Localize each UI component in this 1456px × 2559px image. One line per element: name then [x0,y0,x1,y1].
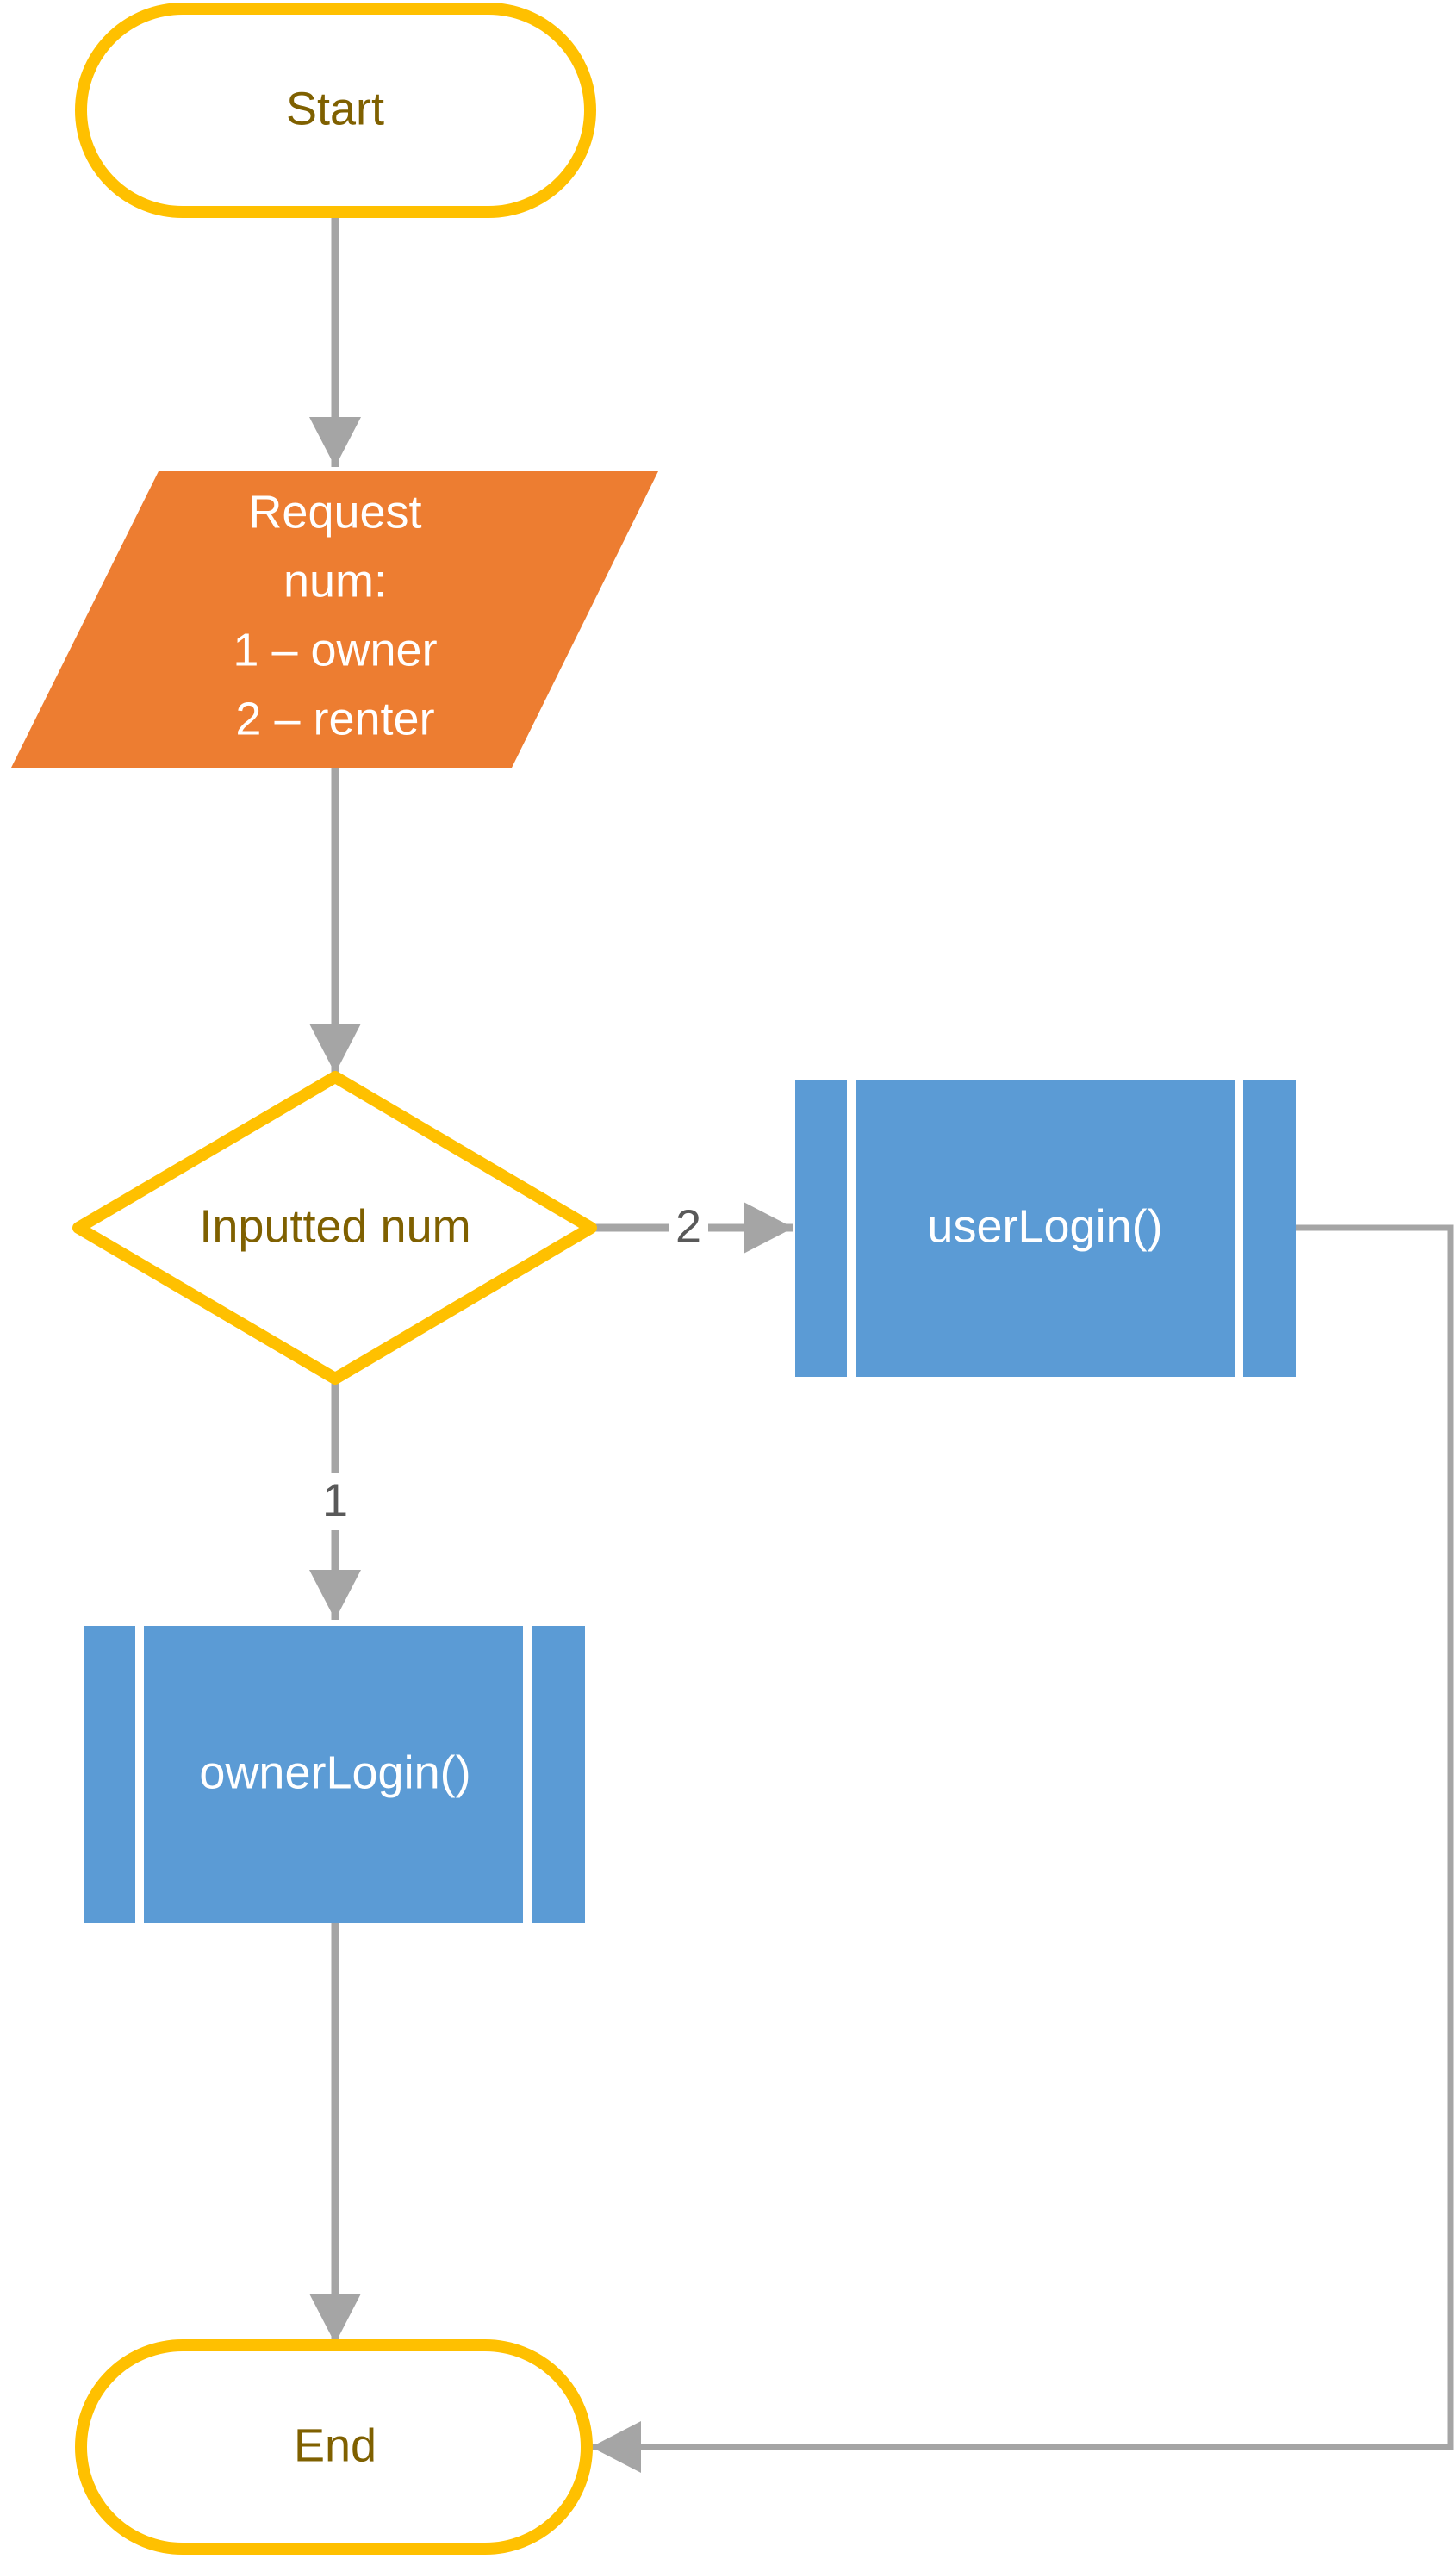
connector-user-login-to-end [591,1224,1454,2473]
user-login-left-divider [847,1080,856,1377]
request-line-4: 2 – renter [235,693,434,744]
edge-label-2-text: 2 [675,1200,701,1252]
request-input-node[interactable]: Request num: 1 – owner 2 – renter [11,471,658,768]
start-terminal[interactable]: Start [75,3,596,218]
start-label: Start [286,83,384,134]
request-line-3: 1 – owner [233,624,437,676]
owner-login-left-divider [135,1626,144,1923]
edge-label-1: 1 [314,1473,357,1530]
connectors [309,212,1454,2473]
decision-node[interactable]: Inputted num [72,1071,597,1385]
user-login-label: userLogin() [927,1200,1162,1252]
user-login-process[interactable]: userLogin() [795,1080,1296,1377]
user-login-right-divider [1235,1080,1243,1377]
request-line-2: num: [283,555,387,607]
end-label: End [294,2419,376,2471]
end-terminal[interactable]: End [75,2339,593,2555]
owner-login-label: ownerLogin() [199,1746,470,1798]
decision-label: Inputted num [199,1200,470,1252]
owner-login-right-divider [523,1626,532,1923]
owner-login-process[interactable]: ownerLogin() [84,1626,585,1923]
edge-label-2: 2 [669,1199,708,1256]
request-line-1: Request [248,486,421,538]
edge-label-1-text: 1 [322,1474,348,1526]
